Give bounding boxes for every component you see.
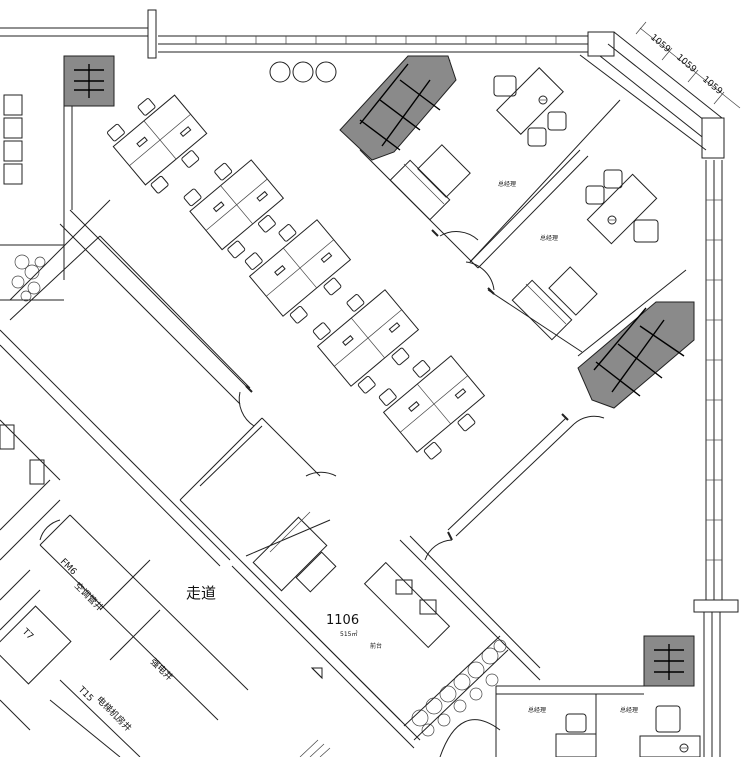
workstation-cluster-4: [312, 289, 420, 394]
executive-desk-1: [339, 55, 457, 161]
workstation-cluster-2: [183, 159, 285, 259]
plant-left: [11, 254, 46, 302]
room-number: 1106: [326, 613, 359, 628]
office-a-label: 总经理: [498, 180, 516, 188]
workstation-cluster-3: [244, 219, 352, 324]
stair-bottom: [299, 739, 331, 757]
lift-label: T7: [19, 626, 35, 642]
workstation-cluster-1: [107, 94, 208, 194]
hvac-shaft-label: 空调管井: [72, 580, 106, 614]
workstation-cluster-5: [378, 355, 486, 460]
room-area: 515㎡: [340, 630, 357, 638]
elevator-shaft-label: 电梯机房井: [94, 694, 134, 734]
corridor-label: 走道: [186, 584, 216, 602]
fire-code-label: FM6: [58, 557, 78, 577]
service-cores: FM6 空调管井 强电井 T7 T15 电梯机房井 走道: [0, 417, 421, 757]
dimension-lines: 1059 1059 1059: [635, 21, 741, 109]
lift-code-label: T15: [75, 684, 95, 704]
reception-area: 1106 515㎡ 前台: [245, 511, 541, 681]
office-2-furniture: 总经理: [511, 169, 659, 341]
office-d-label: 总经理: [620, 706, 638, 714]
plant-bottom: [403, 635, 509, 757]
dimension-label-3: 1059: [700, 75, 724, 98]
round-stools: [269, 61, 337, 83]
bottom-right-rooms: 总经理 总经理: [495, 635, 701, 757]
executive-desk-2: [577, 301, 695, 409]
left-core: [0, 55, 251, 567]
office-1-furniture: 总经理: [389, 67, 567, 221]
reception-label: 前台: [370, 642, 382, 650]
outer-walls: [0, 9, 739, 757]
office-c-label: 总经理: [528, 706, 546, 714]
office-b-label: 总经理: [540, 234, 558, 242]
electric-shaft-label: 强电井: [148, 656, 176, 684]
